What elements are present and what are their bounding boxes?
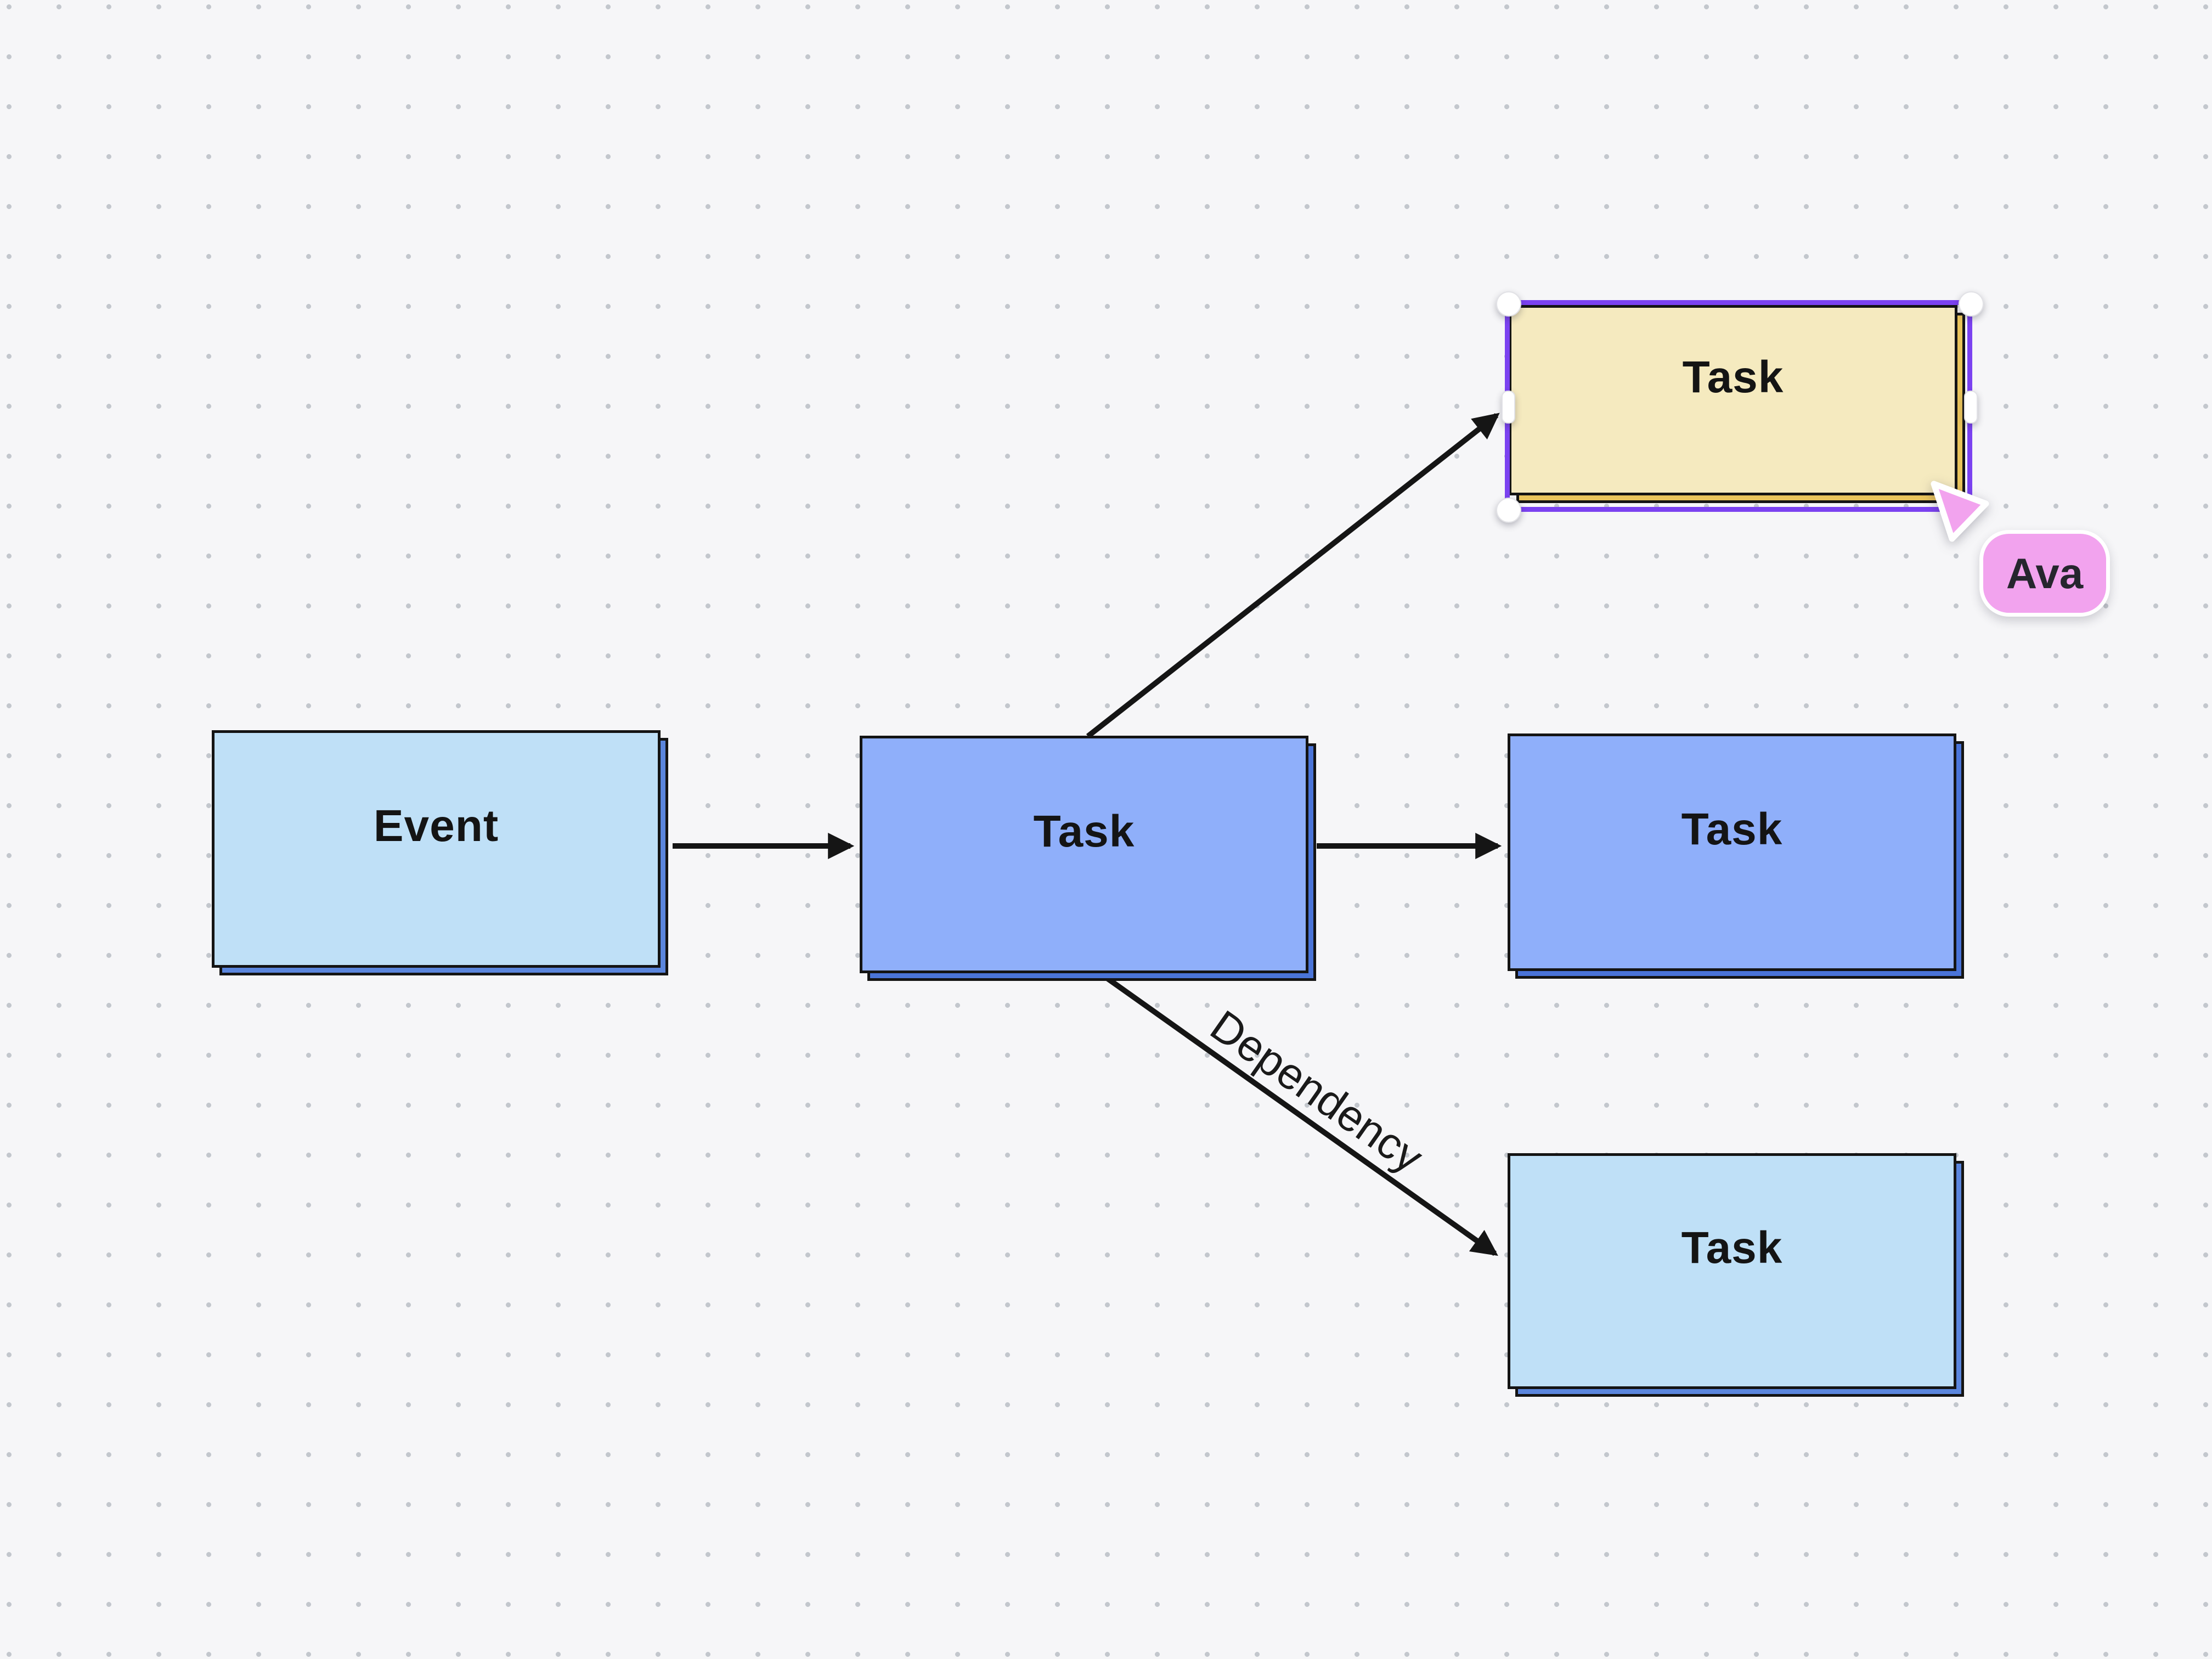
connector-task-to-bottom-task-dependency[interactable] [1100,972,1498,1256]
selection-handle-bottom-left[interactable] [1496,498,1521,523]
node-task-bottom-card[interactable]: Task [1508,1153,1956,1389]
node-event-card[interactable]: Event [212,730,661,968]
collaborator-cursor-icon [1931,481,1989,542]
node-task-bottom-label: Task [1681,1223,1783,1273]
node-task-center[interactable]: Task [860,736,1316,981]
node-event-label: Event [373,800,499,851]
node-task-center-label: Task [1033,806,1135,856]
connector-task-to-top-task[interactable] [1086,413,1500,738]
node-task-bottom[interactable]: Task [1508,1153,1964,1397]
node-task-right-label: Task [1681,804,1783,854]
selection-outline [1505,300,1972,512]
node-task-top-card[interactable]: Task [1509,305,1957,495]
node-task-right[interactable]: Task [1508,733,1964,979]
node-task-top-label: Task [1682,352,1784,402]
node-task-center-card[interactable]: Task [860,736,1308,973]
selection-handle-top-left[interactable] [1496,291,1521,317]
selection-handle-top-right[interactable] [1959,291,1984,317]
selection-handle-mid-left[interactable] [1502,391,1515,424]
node-task-right-card[interactable]: Task [1508,733,1956,971]
selection-handle-mid-right[interactable] [1964,391,1978,424]
node-event[interactable]: Event [212,730,668,975]
node-task-top[interactable]: Task [1509,305,1965,503]
collaborator-name: Ava [2006,549,2084,597]
collaborator-name-badge: Ava [1979,530,2110,617]
